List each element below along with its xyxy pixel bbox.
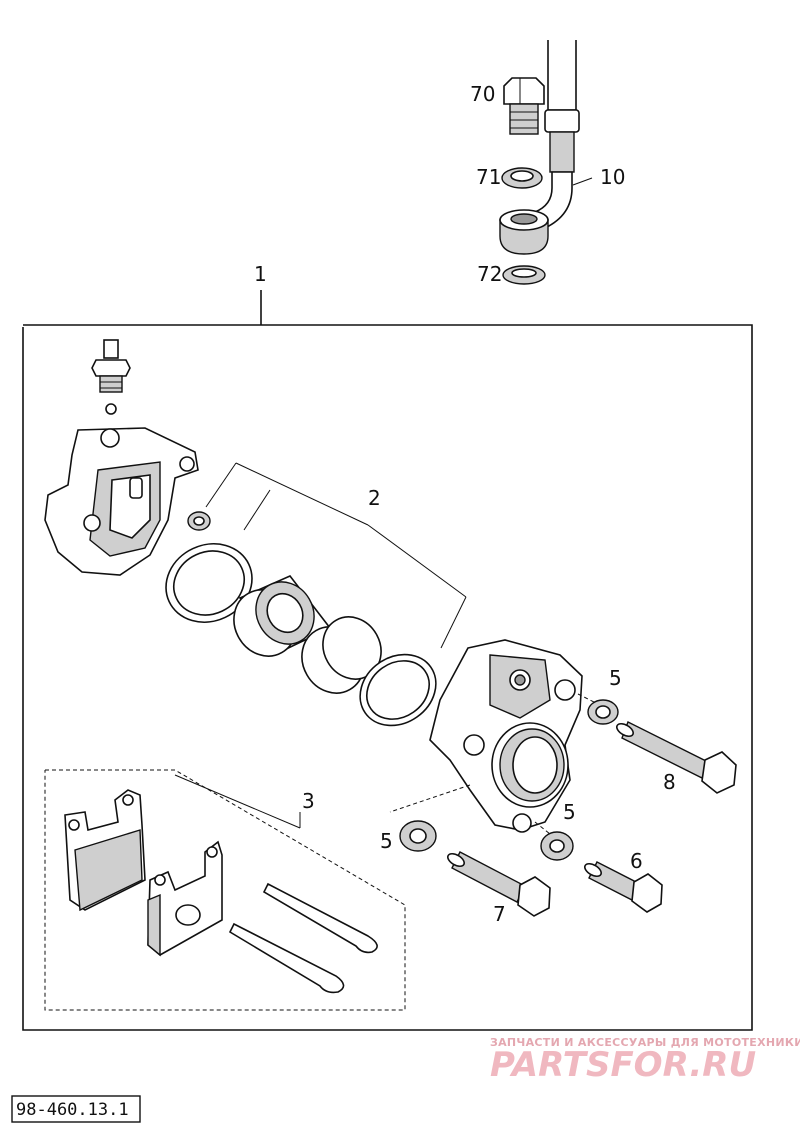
dust-seal-ring-part bbox=[165, 543, 253, 623]
watermark-brand: PARTSFOR.RU bbox=[490, 1045, 756, 1085]
callout-1: 1 bbox=[254, 262, 267, 286]
cotter-pin-lower-part bbox=[228, 922, 345, 994]
bolt-6-part bbox=[584, 861, 663, 913]
brake-pad-left-part bbox=[64, 789, 146, 912]
seal-kit-bracket-lines bbox=[205, 462, 467, 649]
callout-5-upper: 5 bbox=[609, 666, 622, 690]
washer-72-part bbox=[502, 265, 546, 285]
caliper-body-part bbox=[429, 639, 583, 833]
washer-5-left-part bbox=[399, 820, 437, 852]
washer-71-part bbox=[501, 167, 543, 189]
small-seal-part bbox=[187, 511, 211, 531]
callout-5-right: 5 bbox=[563, 800, 576, 824]
bolt-8-part bbox=[616, 721, 737, 794]
callout-7: 7 bbox=[493, 902, 506, 926]
diagram-code-box: 98-460.13.1 bbox=[11, 1095, 141, 1123]
piston-solid-part bbox=[301, 616, 382, 694]
watermark-tagline: ЗАПЧАСТИ И АКСЕССУАРЫ ДЛЯ МОТОТЕХНИКИ bbox=[490, 1036, 800, 1049]
caliper-bracket-part bbox=[44, 427, 199, 576]
callout-10: 10 bbox=[600, 165, 625, 189]
brake-hose-part bbox=[526, 40, 593, 234]
banjo-fitting-part bbox=[499, 209, 549, 255]
banjo-bolt-part bbox=[503, 77, 545, 135]
callout-6: 6 bbox=[630, 849, 643, 873]
watermark-logo: ЗАПЧАСТИ И АКСЕССУАРЫ ДЛЯ МОТОТЕХНИКИ PA… bbox=[490, 1036, 800, 1085]
callout-3: 3 bbox=[302, 789, 315, 813]
bolt-7-part bbox=[447, 851, 551, 917]
callout-72: 72 bbox=[477, 262, 502, 286]
piston-seal-ring-part bbox=[359, 653, 437, 727]
callout-8: 8 bbox=[663, 770, 676, 794]
pad-kit-frame bbox=[44, 769, 406, 1011]
callout-71: 71 bbox=[476, 165, 501, 189]
callout-5-left: 5 bbox=[380, 829, 393, 853]
washer-5-upper-part bbox=[587, 699, 619, 725]
piston-part bbox=[233, 575, 332, 657]
assembly-frame bbox=[22, 290, 753, 1031]
bleeder-screw-part bbox=[91, 339, 131, 415]
cotter-pin-upper-part bbox=[262, 882, 378, 954]
callout-70: 70 bbox=[470, 82, 495, 106]
callout-2: 2 bbox=[368, 486, 381, 510]
washer-5-right-part bbox=[540, 831, 574, 861]
brake-pad-right-part bbox=[147, 840, 223, 957]
diagram-code: 98-460.13.1 bbox=[16, 1100, 129, 1120]
